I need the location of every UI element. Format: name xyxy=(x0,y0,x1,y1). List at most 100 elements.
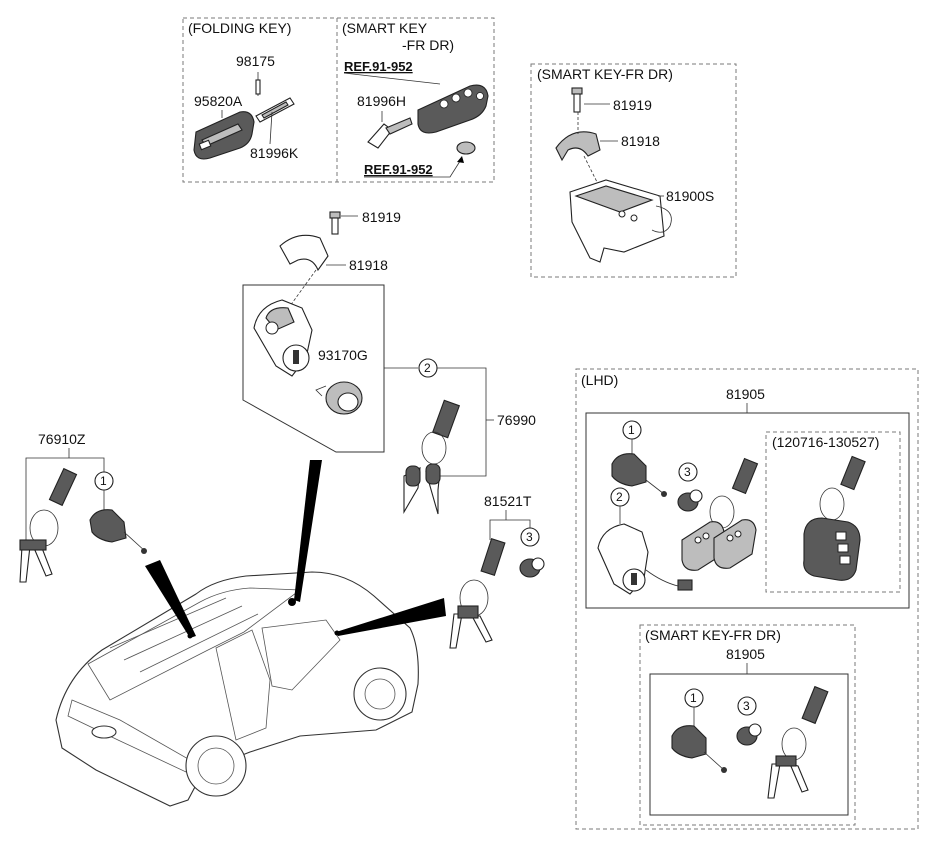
part-81905-lhd-label: 81905 xyxy=(726,386,765,402)
arrow-ref-lower xyxy=(457,156,464,163)
smart-key-cylinder-panel: (SMART KEY-FR DR) 81919 81918 81900S xyxy=(530,63,737,278)
rear-wheel-hub xyxy=(197,747,235,785)
front-wheel-hub xyxy=(364,678,396,710)
roof-rail-1 xyxy=(109,597,227,649)
door-cylinder-left xyxy=(89,509,147,554)
lhd-panel: (LHD) 81905 (120716-130527) 1 2 3 xyxy=(575,368,919,830)
ignition-cylinder-body xyxy=(253,299,313,377)
ignition-cylinder-lhd xyxy=(597,523,693,595)
folding-key-blade xyxy=(255,97,295,123)
car-roof xyxy=(87,587,302,701)
folding-key-fob xyxy=(193,111,255,160)
callout-3-lhd-text: 3 xyxy=(684,465,691,479)
part-76990-label: 76990 xyxy=(497,412,536,428)
callout-3-smart-text: 3 xyxy=(743,699,750,713)
key-set-76910Z xyxy=(19,467,78,583)
tailgate-cylinder xyxy=(519,557,545,578)
leader-ref-upper xyxy=(343,72,441,85)
pointer-76910Z xyxy=(145,560,196,638)
tailgate-set-81521T: 81521T 3 xyxy=(449,493,545,649)
smart-key-fob-lhd xyxy=(803,455,866,581)
bracket-76910Z xyxy=(25,457,105,540)
callout-1-left-text: 1 xyxy=(100,474,107,488)
callout-2-center-text: 2 xyxy=(424,361,431,375)
key-set-81521T xyxy=(449,537,506,649)
ref-lower-label: REF.91-952 xyxy=(364,162,433,177)
rear-bumper xyxy=(67,699,191,773)
tailgate-cylinder-smart xyxy=(736,723,762,746)
part-76910Z-label: 76910Z xyxy=(38,431,86,447)
part-81918-top-label: 81918 xyxy=(621,133,660,149)
ignition-location-dot xyxy=(288,598,296,606)
car-body xyxy=(55,571,419,807)
date-range-label: (120716-130527) xyxy=(772,434,879,450)
door-lock-set-76910Z: 76910Z 1 xyxy=(19,431,147,583)
dotted-axis-top-2 xyxy=(583,155,601,189)
rear-wheel xyxy=(185,735,247,797)
key-set-76990 xyxy=(403,399,461,515)
smart-key-fr-dr-group-label: (SMART KEY-FR DR) xyxy=(537,66,673,82)
tailgate-location-dot xyxy=(334,630,340,636)
callout-3-right-text: 3 xyxy=(526,530,533,544)
tailgate-cylinder-lhd xyxy=(677,489,703,512)
bracket-81521T xyxy=(489,519,531,540)
screw-81919-mid xyxy=(329,211,341,235)
callout-3-lhd xyxy=(678,462,698,482)
part-81521T-label: 81521T xyxy=(484,493,532,509)
screw-81919-top xyxy=(571,87,583,113)
ignition-ring-93170G xyxy=(315,381,363,415)
callout-3-right xyxy=(520,527,540,547)
roof-rail-3 xyxy=(139,613,259,673)
part-81905-smart-label: 81905 xyxy=(726,646,765,662)
door-cylinder-lhd xyxy=(611,453,667,497)
roof-rail-2 xyxy=(123,605,243,661)
smart-key-fob xyxy=(417,84,489,134)
part-81919-top-label: 81919 xyxy=(613,97,652,113)
bracket-81918-top xyxy=(555,131,601,162)
leader-81996K xyxy=(269,111,273,145)
key-panel: (FOLDING KEY) (SMART KEY -FR DR) 98175 9… xyxy=(182,17,495,183)
part-81919-mid-label: 81919 xyxy=(362,209,401,225)
vehicle-illustration xyxy=(55,460,446,807)
key-panel-frame xyxy=(182,17,495,183)
front-wheel xyxy=(353,667,407,721)
part-81996H-label: 81996H xyxy=(357,93,406,109)
callout-2-lhd-text: 2 xyxy=(616,490,623,504)
lhd-group-label: (LHD) xyxy=(581,372,618,388)
folding-key-group-label: (FOLDING KEY) xyxy=(188,20,291,36)
key-set-smart xyxy=(767,685,829,799)
ref-upper-label: REF.91-952 xyxy=(344,59,413,74)
smart-key-group-label-2: -FR DR) xyxy=(402,37,454,53)
smart-key-lower-frame xyxy=(639,624,856,826)
smart-key-blade xyxy=(367,117,413,149)
callout-1-lhd-text: 1 xyxy=(628,423,635,437)
door-cylinder-smart xyxy=(671,725,727,773)
smart-key-kit-frame xyxy=(649,673,849,816)
smart-key-group-label: (SMART KEY xyxy=(342,20,428,36)
coin-battery xyxy=(456,141,476,155)
pointer-ignition xyxy=(294,460,322,602)
part-93170G-label: 93170G xyxy=(318,347,368,363)
rear-window xyxy=(215,629,271,741)
bracket-76990 xyxy=(430,367,487,477)
part-98175-label: 98175 xyxy=(236,53,275,69)
ignition-assembly: 81919 81918 93170G 2 76990 xyxy=(242,209,536,515)
cylinder-housing-81900S xyxy=(569,179,672,263)
tailgate-emblem xyxy=(91,725,117,739)
smart-key-panel-frame xyxy=(530,63,737,278)
pointer-81521T xyxy=(336,598,446,636)
leader-ref-lower xyxy=(364,157,463,178)
part-95820A-label: 95820A xyxy=(194,93,243,109)
part-81996K-label: 81996K xyxy=(250,145,299,161)
callout-3-smart xyxy=(737,696,757,716)
ignition-frame xyxy=(242,284,385,453)
pin-98175 xyxy=(255,79,261,95)
part-81900S-label: 81900S xyxy=(666,188,714,204)
lhd-panel-frame xyxy=(575,368,919,830)
callout-1-smart-text: 1 xyxy=(690,691,697,705)
date-range-frame xyxy=(765,431,901,593)
bracket-81918-mid xyxy=(279,234,329,272)
dotted-axis-mid xyxy=(289,269,317,307)
